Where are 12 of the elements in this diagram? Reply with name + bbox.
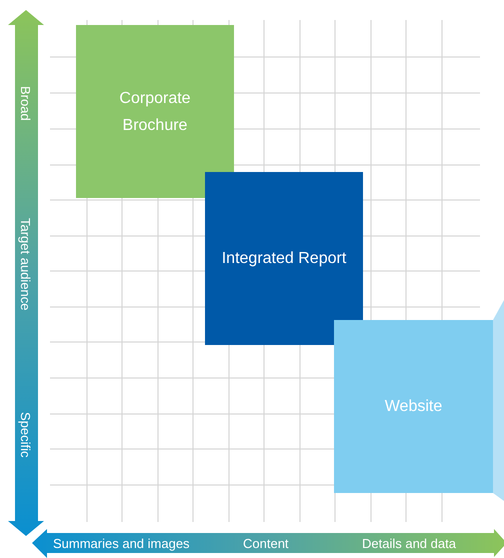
box-label: Corporate Brochure	[118, 88, 192, 136]
axis-label: Specific	[18, 412, 33, 458]
axis-label: Broad	[18, 86, 33, 121]
axis-label: Details and data	[362, 536, 456, 551]
content-box	[76, 25, 234, 198]
content-box	[205, 172, 363, 345]
content-box	[334, 320, 493, 493]
box-label: Website	[384, 397, 442, 417]
axis-label: Content	[243, 536, 289, 551]
box-label: Integrated Report	[222, 249, 346, 269]
axis-label: Summaries and images	[53, 536, 190, 551]
axis-label: Target audience	[18, 218, 33, 311]
